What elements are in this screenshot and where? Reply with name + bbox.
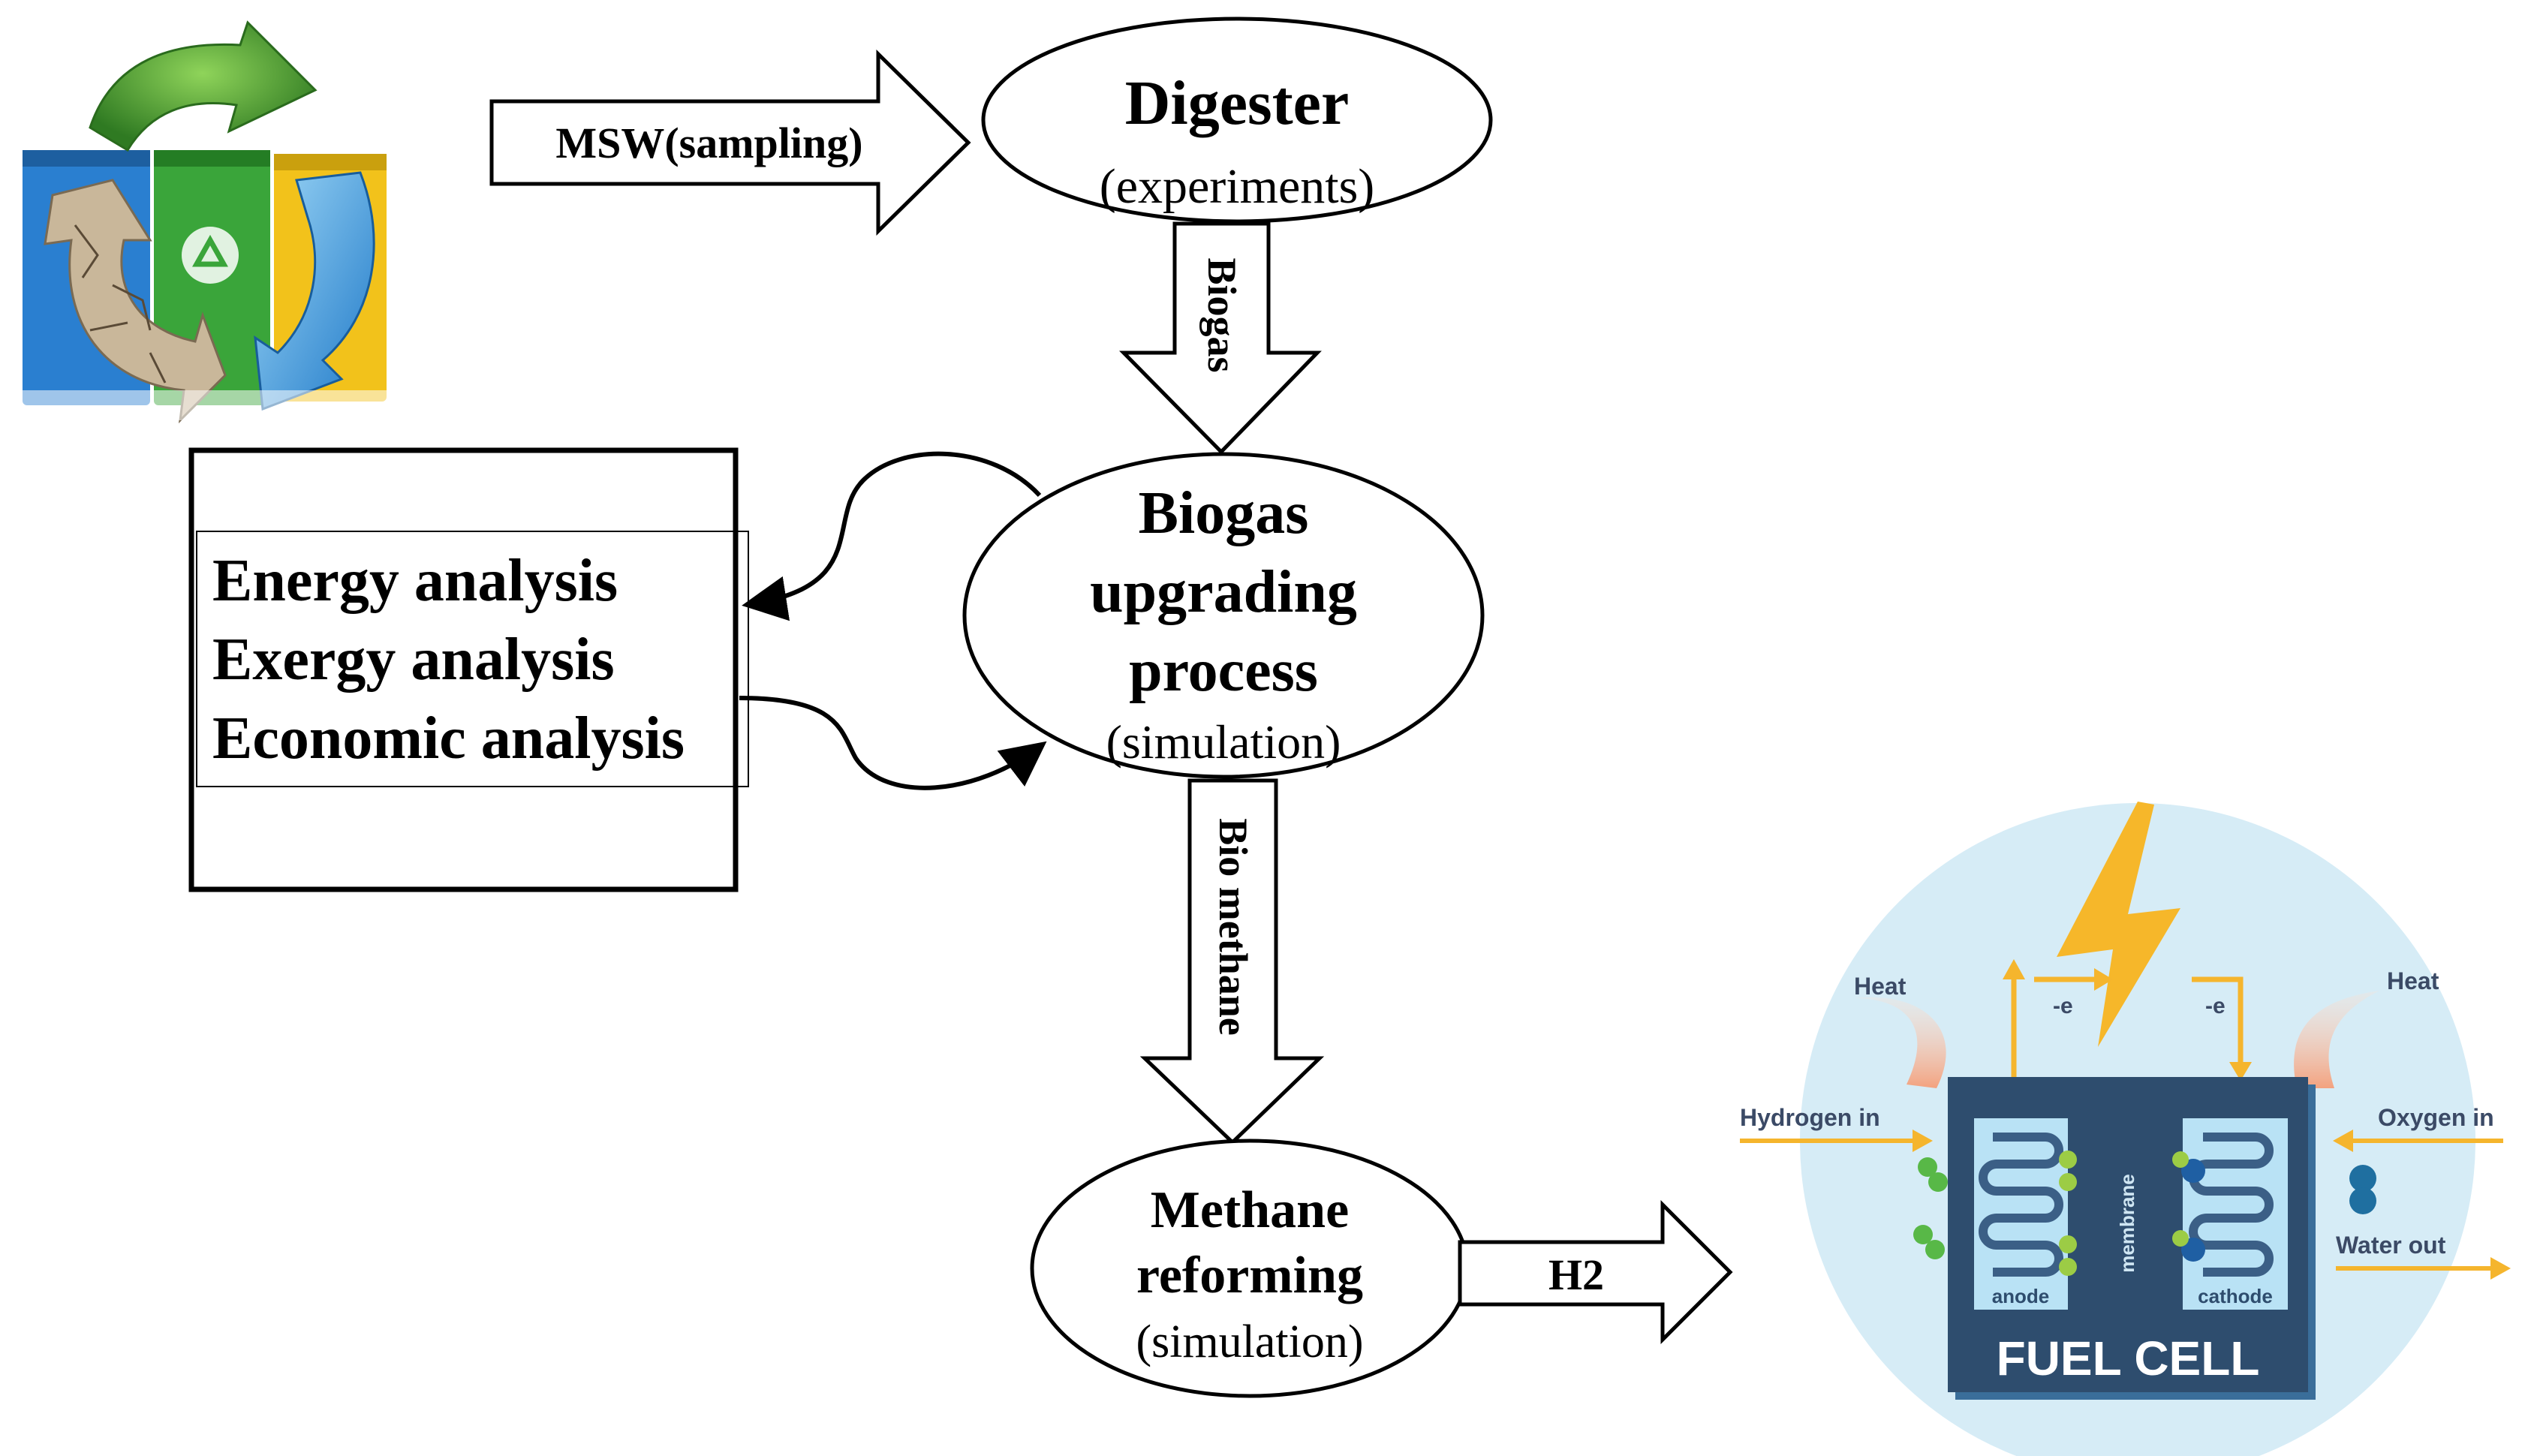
electron-left-label: -e <box>2053 994 2073 1018</box>
reforming-line1: Methane <box>1151 1181 1349 1239</box>
hydrogen-in-label: Hydrogen in <box>1740 1104 1880 1131</box>
digester-node: Digester (experiments) <box>981 17 1493 224</box>
analysis-economic: Economic analysis <box>212 705 685 772</box>
anode-label: anode <box>1992 1285 2050 1307</box>
fuel-cell-icon: Heat Heat -e -e anode cathode membra <box>1740 802 2511 1456</box>
upgrading-line1: Biogas <box>1139 480 1309 546</box>
analysis-energy: Energy analysis <box>212 548 618 614</box>
upgrading-subtitle: (simulation) <box>1106 715 1341 769</box>
analysis-box: Energy analysis Exergy analysis Economic… <box>188 447 749 892</box>
heat-right-label: Heat <box>2387 967 2439 994</box>
cathode-label: cathode <box>2198 1285 2273 1307</box>
molecules <box>1913 1151 2376 1276</box>
membrane-label: membrane <box>2116 1174 2138 1273</box>
digester-title: Digester <box>1125 68 1350 138</box>
h2-arrow: H2 <box>1458 1199 1733 1345</box>
reforming-subtitle: (simulation) <box>1136 1316 1363 1367</box>
msw-label: MSW(sampling) <box>555 119 862 167</box>
biomethane-label: Bio methane <box>1211 818 1256 1036</box>
biomethane-arrow: Bio methane <box>1139 778 1325 1145</box>
reforming-line2: reforming <box>1136 1247 1363 1304</box>
heat-left-plume-icon <box>1854 997 1946 1088</box>
heat-left-label: Heat <box>1854 973 1907 1000</box>
upgrading-line2: upgrading <box>1090 559 1357 625</box>
electron-right-label: -e <box>2205 994 2226 1018</box>
oxygen-in-label: Oxygen in <box>2378 1104 2494 1131</box>
biogas-upgrading-node: Biogas upgrading process (simulation) <box>962 452 1485 779</box>
heat-right-plume-icon <box>2294 991 2379 1088</box>
lightning-icon <box>2057 802 2180 1047</box>
water-out-label: Water out <box>2336 1232 2446 1259</box>
recycle-bins-icon <box>23 20 390 424</box>
digester-subtitle: (experiments) <box>1100 159 1375 214</box>
biogas-label: Biogas <box>1199 257 1244 372</box>
biogas-arrow: Biogas <box>1119 221 1322 455</box>
h2-label: H2 <box>1548 1250 1604 1299</box>
electron-circuit <box>2011 968 2244 1077</box>
methane-reforming-node: Methane reforming (simulation) <box>1030 1139 1470 1398</box>
analysis-exergy: Exergy analysis <box>212 627 615 693</box>
msw-arrow: MSW(sampling) <box>489 50 971 236</box>
feedback-loop-arrows <box>739 451 1047 790</box>
fuel-cell-title: FUEL CELL <box>1997 1331 2260 1385</box>
upgrading-line3: process <box>1129 638 1318 704</box>
